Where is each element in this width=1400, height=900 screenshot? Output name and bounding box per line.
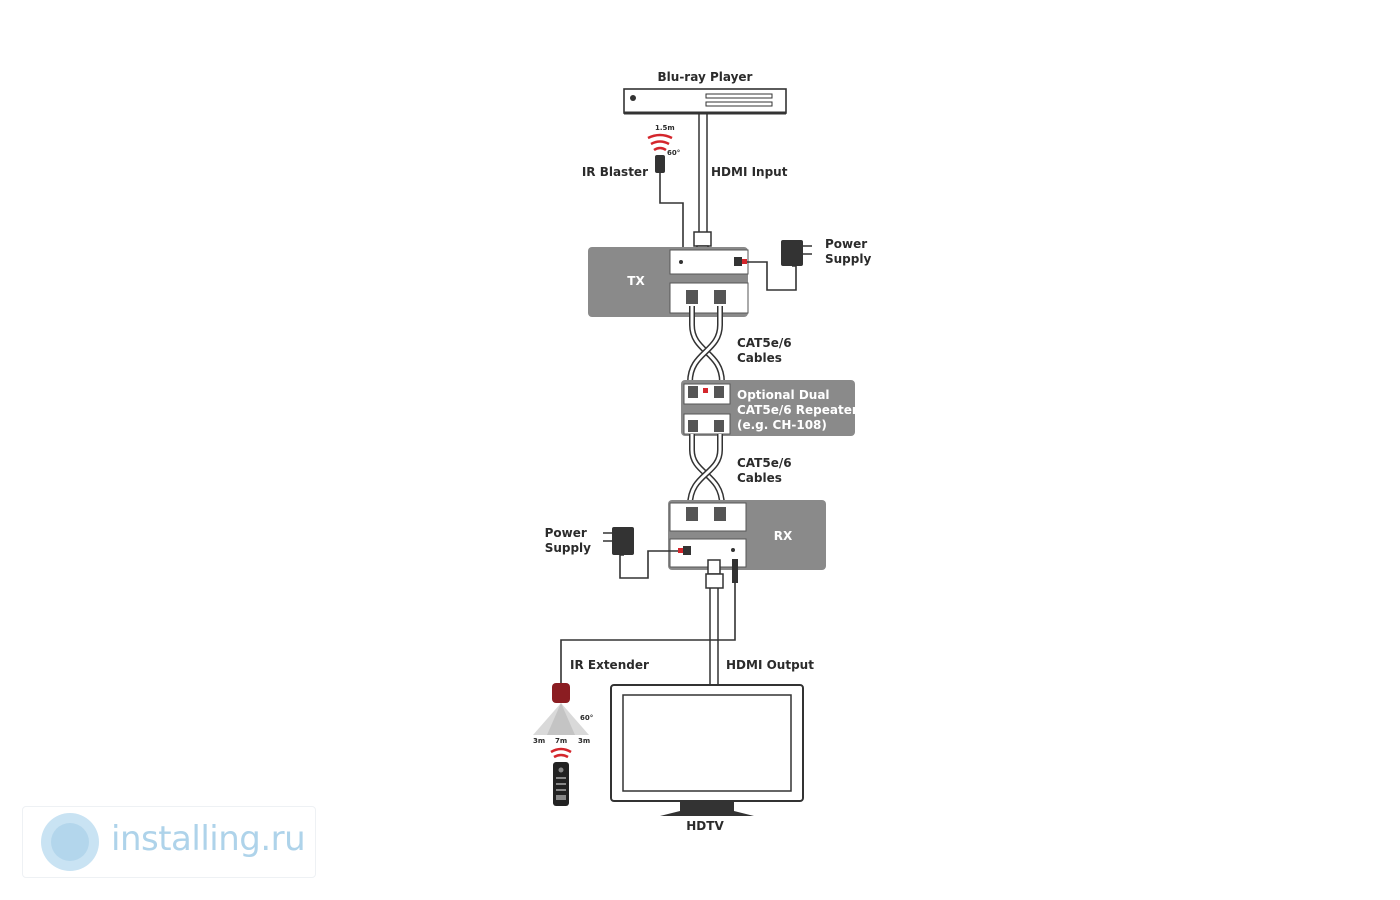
ir-blaster-label: IR Blaster [582,165,648,179]
hdmi-input-cable [693,113,712,265]
ir-extender-label: IR Extender [570,658,649,672]
hdmi-output-cable [705,559,724,686]
remote-control-icon [550,747,572,806]
hdtv-icon [610,684,804,816]
tx-label: TX [627,274,645,288]
ir-extender-icon [533,683,589,735]
hdmi-input-label: HDMI Input [711,165,788,179]
ir-extender-left-distance: 3m [533,737,545,745]
repeater-unit [681,380,855,436]
rx-label: RX [774,529,793,543]
bluray-player-icon [623,88,787,115]
watermark: installing.ru [22,806,316,878]
power-adapter-top-icon [747,240,812,291]
bluray-label: Blu-ray Player [658,70,753,84]
cat-cables-upper-label: CAT5e/6 Cables [737,336,796,365]
ir-blaster-icon [647,133,684,252]
hdtv-label: HDTV [686,819,724,833]
cat-cables-lower-label: CAT5e/6 Cables [737,456,796,485]
ir-blaster-angle: 60° [667,149,680,157]
ir-extender-right-distance: 3m [578,737,590,745]
power-adapter-bottom-icon [603,527,678,579]
tx-unit [588,247,749,317]
ir-extender-center-distance: 7m [555,737,567,745]
globe-logo-icon [41,813,99,871]
hdmi-output-label: HDMI Output [726,658,814,672]
repeater-label: Optional Dual CAT5e/6 Repeater (e.g. CH-… [737,388,862,432]
cat-cables-upper [687,306,725,383]
ir-extender-angle: 60° [580,714,593,722]
power-supply-top-label: Power Supply [825,237,871,266]
power-supply-bottom-label: Power Supply [545,526,592,555]
watermark-text: installing.ru [111,819,306,859]
ir-blaster-distance: 1.5m [655,124,675,132]
ir-extender-cable [560,559,738,683]
cat-cables-lower [687,434,725,506]
rx-unit [668,500,826,570]
